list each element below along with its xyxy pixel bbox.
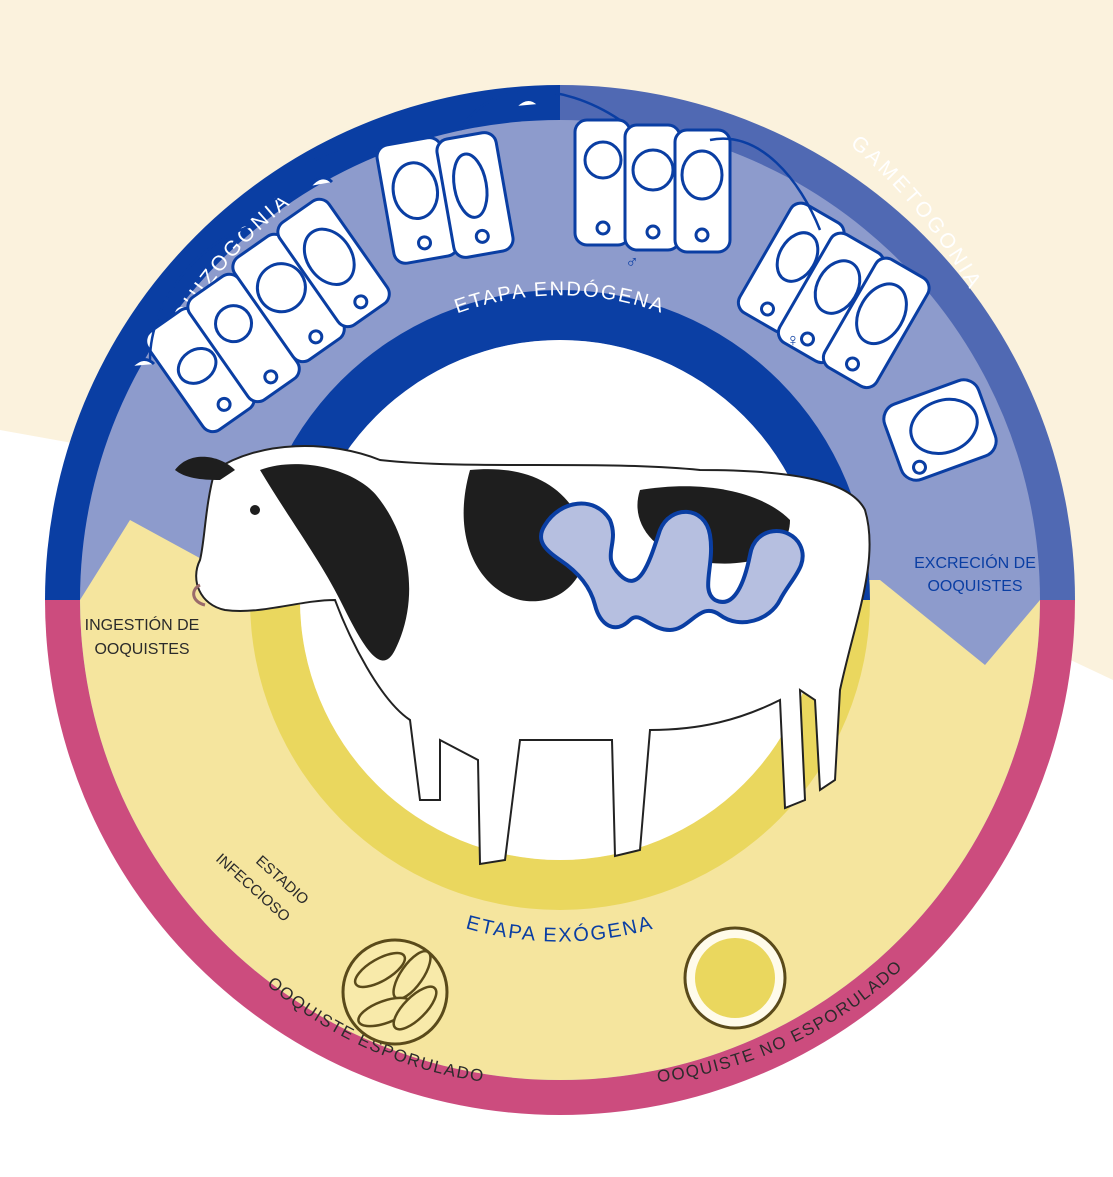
cells-group bbox=[130, 98, 998, 482]
cell-icon bbox=[821, 256, 931, 390]
stage-arrows bbox=[148, 89, 822, 361]
ingestion-label-line2: OOQUISTES bbox=[94, 641, 189, 658]
arrow-left-icon bbox=[538, 1128, 550, 1144]
oocyst-icon bbox=[683, 926, 787, 1030]
sporozoite-icon bbox=[308, 176, 334, 188]
male-symbol: ♂ bbox=[625, 252, 639, 272]
female-symbol: ♀ bbox=[786, 330, 800, 350]
thermometer-icon bbox=[939, 968, 963, 993]
cell-icon bbox=[231, 232, 346, 364]
arrow-up-icon bbox=[979, 952, 996, 969]
intestine-icon bbox=[539, 501, 805, 632]
plus-sign: + bbox=[718, 1111, 730, 1133]
endogenous-ring bbox=[250, 290, 870, 600]
ingestion-label-line1: INGESTIÓN DE bbox=[85, 615, 200, 634]
excrecion-label-line2: OOQUISTES bbox=[927, 578, 1022, 595]
sporozoite-icon bbox=[130, 358, 156, 368]
sporozoite-icon bbox=[514, 98, 540, 108]
excrecion-label-line1: EXCRECIÓN DE bbox=[914, 553, 1036, 572]
cell-icon bbox=[435, 131, 515, 259]
oocyst-icon bbox=[882, 378, 998, 482]
cell-icon bbox=[276, 197, 391, 329]
exogenous-ring bbox=[250, 600, 870, 910]
cell-icon bbox=[375, 136, 460, 265]
oocyst-icon bbox=[341, 938, 449, 1046]
droplet-icon bbox=[744, 1112, 757, 1134]
